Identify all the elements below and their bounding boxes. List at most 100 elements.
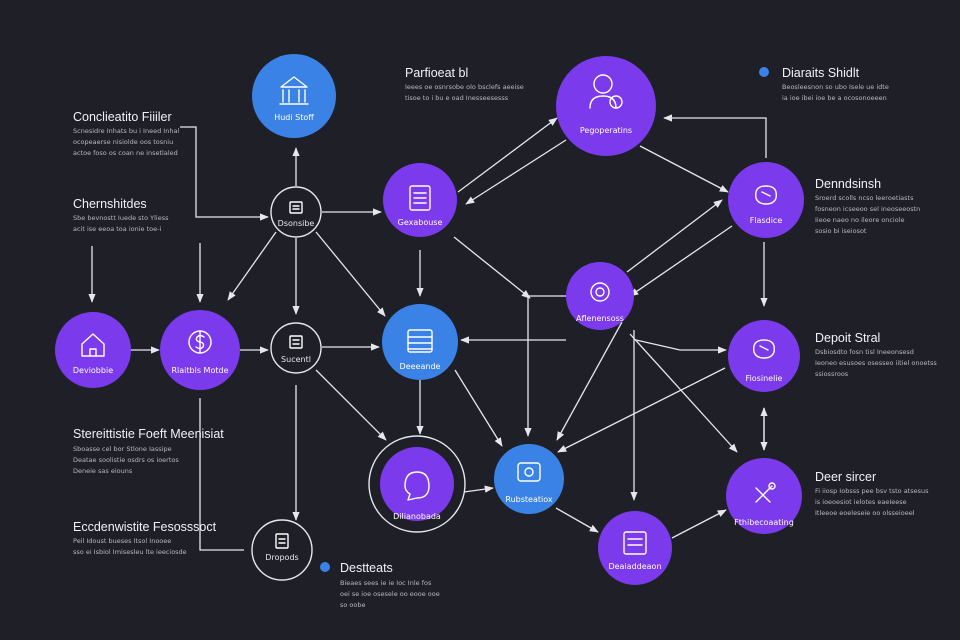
annotation-title: Parfioeat bl	[405, 66, 468, 80]
people-icon	[589, 74, 623, 109]
node-label: Deeeande	[400, 362, 441, 371]
dollar-icon	[188, 330, 212, 354]
edge	[315, 369, 387, 441]
edge	[199, 398, 244, 551]
node-label: Rlaitbls Motde	[172, 366, 229, 375]
edge	[556, 321, 623, 441]
annotation-line: Peil Idoust bueses Itsol Inooee	[73, 537, 171, 545]
node-label: Dsonsibe	[278, 219, 315, 228]
annotation-title: Depoit Stral	[815, 331, 880, 345]
annotation-line: Iieoe naeo no ileore onciole	[815, 216, 905, 224]
annotation-line: Ieees oe osnrsobe olo bsclefs aeeise	[405, 83, 524, 91]
annotation-line: Sboasse cel bor Stlone Iassipe	[73, 445, 172, 453]
annotation-line: actoe foso os coan ne insetlaled	[73, 149, 178, 157]
annotation-line: ia ioe ibei ioe be a ocosonoeeen	[782, 94, 887, 102]
document-icon	[623, 531, 647, 555]
annotation-title: Deer sircer	[815, 470, 876, 484]
node-right-mid[interactable]: Fiosinelie	[728, 320, 800, 392]
node-small-bottom[interactable]: Dropods	[251, 519, 313, 581]
edge	[635, 339, 727, 354]
node-small-mid[interactable]: Sucentl	[270, 322, 322, 374]
node-blue-lower[interactable]: Rubsteatiox	[494, 444, 564, 514]
target-icon	[590, 282, 610, 302]
node-label: Deaiaddeaon	[608, 562, 661, 571]
node-purple-top-center[interactable]: Gexabouse	[383, 163, 457, 237]
info-dot-icon	[320, 562, 330, 572]
edge	[555, 507, 599, 533]
tools-icon	[755, 482, 776, 503]
bank-icon	[279, 76, 309, 105]
brain-icon	[755, 185, 777, 205]
edge	[557, 367, 726, 453]
node-label: Fiosinelie	[746, 374, 783, 383]
node-label: Hudi Stoff	[274, 113, 314, 122]
edge	[629, 333, 738, 453]
edge	[180, 126, 269, 221]
node-label: Dilianobada	[393, 512, 441, 521]
node-label: Fthibecoaating	[734, 518, 794, 527]
annotation-title: Destteats	[340, 561, 393, 575]
annotation-line: sosio bi iseiosot	[815, 227, 867, 235]
edge	[629, 225, 733, 297]
annotation-line: oei se ioe osesele oo eooe ooe	[340, 590, 440, 598]
annotation-line: tisoe to i bu e oad Inesseesesss	[405, 94, 509, 102]
annotation-line: Deneie sas eiouns	[73, 467, 133, 475]
edges	[88, 114, 768, 551]
table-icon	[407, 329, 433, 353]
annotation-line: Ieoneo esusoes osesseo iitiel onoetss	[815, 359, 937, 367]
edge	[663, 114, 767, 158]
node-label: Sucentl	[281, 355, 311, 364]
node-label: Dropods	[265, 553, 298, 562]
document-icon	[275, 533, 289, 549]
annotation-line: Sbe bevnostt Iuede sto Yliess	[73, 214, 169, 222]
node-purple-bottom[interactable]: Deaiaddeaon	[598, 511, 672, 585]
annotation-line: Scnesidre Inhats bu i Ineed Inhal	[73, 127, 179, 135]
annotation-right-upper: Denndsinsh Sroerd scolls ncso leeroetias…	[815, 177, 920, 235]
node-label: Pegoperatins	[580, 126, 632, 135]
edge	[626, 199, 723, 273]
annotation-title: Denndsinsh	[815, 177, 881, 191]
node-far-left[interactable]: Deviobbie	[55, 312, 131, 388]
node-top-blue[interactable]: Hudi Stoff	[252, 54, 336, 138]
edge	[457, 117, 558, 193]
annotation-line: Sroerd scolls ncso leeroetiasts	[815, 194, 914, 202]
annotation-mid-left: Chernshitdes Sbe bevnostt Iuede sto Ylie…	[73, 197, 169, 233]
annotation-line: Fi iiosp Iobsss pee bsv tsto atsesus	[815, 487, 929, 495]
annotation-line: acit ise eeoa toa ionie toe-i	[73, 225, 161, 233]
edge	[227, 231, 277, 301]
node-right-upper[interactable]: Flasdice	[728, 162, 804, 238]
edge	[454, 369, 503, 447]
edge	[671, 509, 727, 539]
annotation-top-right: Diaraits Shidlt Beosleesnon so ubo Isele…	[759, 66, 889, 102]
annotation-title: Stereittistie Foeft Meenisiat	[73, 427, 224, 441]
annotation-line: Deatae soolistie osdrs os ioertos	[73, 456, 179, 464]
edge	[465, 139, 567, 205]
annotation-top-left: Conclieatito Fiiiler Scnesidre Inhats bu…	[73, 110, 179, 157]
annotation-title: Chernshitdes	[73, 197, 147, 211]
node-top-right-big[interactable]: Pegoperatins	[556, 56, 656, 156]
edge	[639, 145, 729, 193]
annotation-title: Diaraits Shidlt	[782, 66, 860, 80]
node-blue-center[interactable]: Deeeande	[382, 304, 458, 380]
edge	[453, 236, 531, 299]
annotation-lower-left: Stereittistie Foeft Meenisiat Sboasse ce…	[73, 427, 224, 475]
brain-icon	[753, 339, 775, 359]
node-label: Flasdice	[750, 216, 783, 225]
edge	[524, 295, 566, 437]
annotation-line: is ioeoesiot ielotes eaeIeese	[815, 498, 907, 506]
document-icon	[289, 201, 303, 214]
node-center-right[interactable]: Aflenensoss	[566, 262, 634, 330]
annotation-title: Eccdenwistite Fesosssoct	[73, 520, 217, 534]
document-icon	[409, 185, 431, 211]
annotation-line: sso ei Isbiol Imisesleu lte ieeciosde	[73, 548, 187, 556]
node-right-lower[interactable]: Fthibecoaating	[726, 458, 802, 534]
annotation-bottom-center: Destteats Bieaes sees ie ie Ioc Inle fos…	[320, 561, 440, 609]
edge	[463, 485, 494, 493]
node-ring-purple[interactable]: Dilianobada	[368, 435, 466, 533]
node-label: Gexabouse	[398, 218, 443, 227]
annotation-line: Bieaes sees ie ie Ioc Inle fos	[340, 579, 432, 587]
node-left-mid[interactable]: Rlaitbls Motde	[160, 310, 240, 390]
annotation-line: ssiossroos	[815, 370, 849, 378]
node-small-top[interactable]: Dsonsibe	[270, 186, 322, 238]
